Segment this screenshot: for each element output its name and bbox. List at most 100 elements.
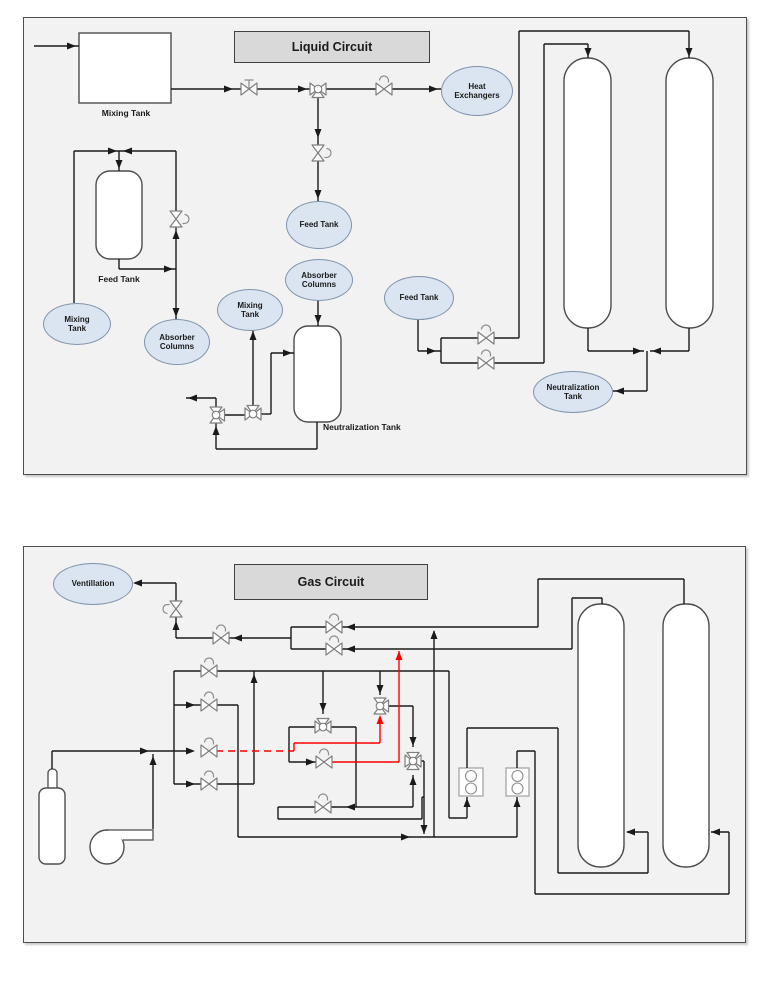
flow-arrow <box>172 308 180 317</box>
flow-arrow <box>314 129 322 138</box>
valve <box>315 748 333 769</box>
flow-arrow <box>633 347 642 355</box>
flow-arrow <box>429 85 438 93</box>
gas-circuit-title-text: Gas Circuit <box>297 575 365 589</box>
flow-arrow <box>123 147 132 155</box>
flow-arrow <box>298 85 307 93</box>
bubble-label: Feed Tank <box>299 220 339 230</box>
flow-arrow <box>172 230 180 239</box>
bubble-mixing-tank-left: Mixing Tank <box>43 303 111 345</box>
flow-arrow <box>395 651 403 660</box>
bubble-label: Absorber Columns <box>301 270 337 289</box>
blower-outlet <box>107 829 154 841</box>
flow-arrow <box>67 42 76 50</box>
valve <box>325 613 343 634</box>
gas-pump-2-rotor <box>511 769 524 783</box>
flow-arrow <box>212 426 220 435</box>
flow-arrow <box>314 315 322 324</box>
bubble-heat-exchangers: Heat Exchangers <box>441 66 513 116</box>
liquid-circuit-title-text: Liquid Circuit <box>291 40 373 54</box>
liquid-equipment <box>78 32 714 423</box>
valve <box>240 79 258 96</box>
flow-arrow <box>314 190 322 199</box>
gas-circuit-title: Gas Circuit <box>234 564 428 600</box>
feed-tank-label: Feed Tank <box>98 274 140 284</box>
flow-arrow <box>233 634 242 642</box>
flow-arrow <box>346 623 355 631</box>
flow-arrow <box>346 803 355 811</box>
bubble-absorber-columns-center: Absorber Columns <box>285 259 353 301</box>
bubble-label: Neutralization Tank <box>546 382 600 401</box>
valve <box>200 691 218 712</box>
valve <box>314 793 332 814</box>
valve <box>477 324 495 345</box>
three-way-valve <box>209 406 226 424</box>
gas-cylinder <box>38 787 66 865</box>
flow-arrow <box>401 833 410 841</box>
flow-arrow <box>626 828 635 836</box>
gas-circuit-panel: Gas Circuit Ventillation <box>23 546 746 943</box>
flow-arrow <box>584 48 592 57</box>
flow-arrow <box>250 674 258 683</box>
valve <box>311 144 332 162</box>
mixing-tank-vessel <box>78 32 172 104</box>
flow-arrow <box>513 798 521 807</box>
liquid-circuit-diagram <box>34 30 714 450</box>
gas-column-2 <box>662 603 710 868</box>
flow-arrow <box>186 780 195 788</box>
feed-tank-vessel <box>95 170 143 260</box>
flow-arrow <box>319 703 327 712</box>
flow-arrow <box>186 747 195 755</box>
flow-arrow <box>346 645 355 653</box>
bubble-label: Mixing Tank <box>237 300 263 319</box>
bubble-mixing-tank-center: Mixing Tank <box>217 289 283 331</box>
flow-arrow <box>430 630 438 639</box>
gas-pump-1-rotor <box>464 782 478 795</box>
valve <box>477 349 495 370</box>
flow-arrow <box>186 701 195 709</box>
bubble-label: Ventillation <box>71 579 115 589</box>
valve <box>200 770 218 791</box>
flow-arrow <box>133 579 142 587</box>
liquid-circuit-panel: Liquid Circuit Heat Exchangers Feed Tank… <box>23 17 747 475</box>
flow-arrow <box>615 387 624 395</box>
gas-column-1 <box>577 603 625 868</box>
flow-arrow <box>115 160 123 169</box>
flow-arrow <box>108 147 117 155</box>
bubble-absorber-columns-left: Absorber Columns <box>144 319 210 365</box>
flow-arrow <box>427 347 436 355</box>
valve <box>325 635 343 656</box>
bubble-ventilation: Ventillation <box>53 563 133 605</box>
flow-arrow <box>409 737 417 746</box>
flow-arrow <box>172 621 180 630</box>
flow-arrow <box>306 758 315 766</box>
bubble-neutralization-tank: Neutralization Tank <box>533 371 613 413</box>
mixing-tank-label: Mixing Tank <box>101 108 151 118</box>
liquid-circuit-title: Liquid Circuit <box>234 31 430 63</box>
flow-arrow <box>376 685 384 694</box>
flow-arrow <box>188 394 197 402</box>
flow-arrow <box>164 265 173 273</box>
absorber-column-1 <box>563 57 612 329</box>
three-way-valve <box>244 404 262 421</box>
gas-pump-1-rotor <box>464 769 478 783</box>
flow-arrow <box>376 715 384 724</box>
valve <box>162 600 183 618</box>
flow-arrow <box>652 347 661 355</box>
bubble-feed-tank-center: Feed Tank <box>286 201 352 249</box>
bubble-feed-tank-right: Feed Tank <box>384 276 454 320</box>
flow-arrow <box>224 85 233 93</box>
flow-arrow <box>711 828 720 836</box>
four-way-valve <box>404 751 422 771</box>
valve <box>375 75 393 96</box>
flow-arrow <box>409 776 417 785</box>
neutralization-tank-label: Neutralization Tank <box>323 422 401 432</box>
flow-arrow <box>420 825 428 834</box>
bubble-label: Mixing Tank <box>64 314 90 333</box>
valve <box>212 624 230 645</box>
gas-equipment <box>38 603 710 868</box>
valve <box>200 657 218 678</box>
three-way-valve <box>309 82 327 99</box>
flow-arrow <box>283 349 292 357</box>
